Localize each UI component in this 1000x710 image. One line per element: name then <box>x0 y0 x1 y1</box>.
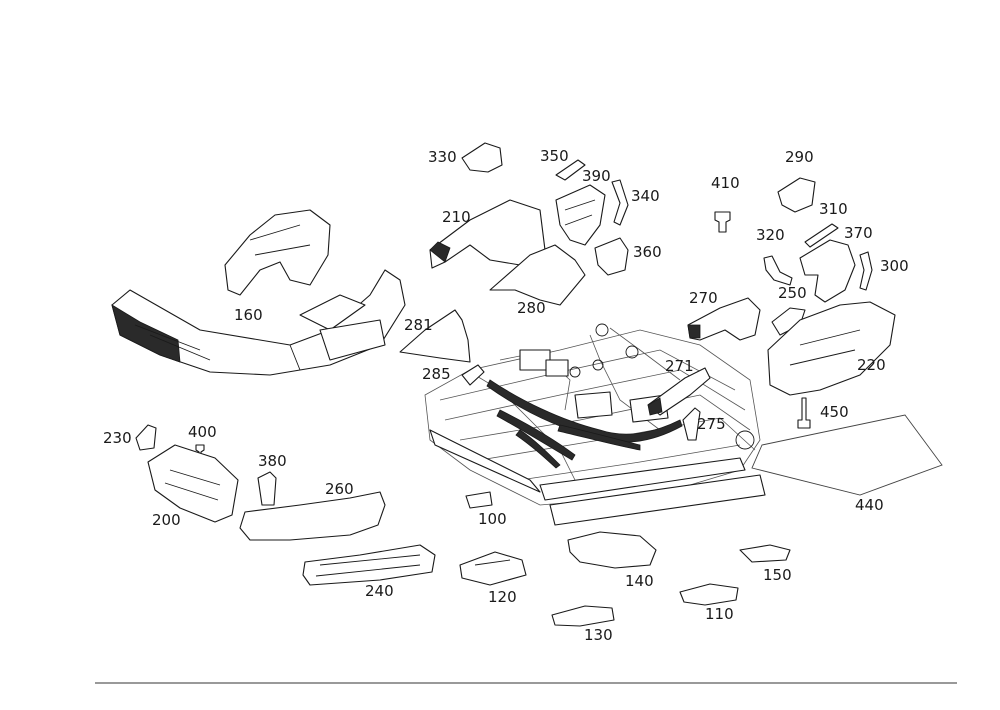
part-140-shape <box>567 531 657 569</box>
label-350: 350 <box>540 147 569 165</box>
label-120: 120 <box>488 588 517 606</box>
part-271-shape <box>647 367 711 416</box>
part-330-shape <box>461 142 503 173</box>
label-260: 260 <box>325 480 354 498</box>
part-230-shape <box>135 424 157 451</box>
label-250: 250 <box>778 284 807 302</box>
part-290-shape <box>777 177 816 213</box>
part-450-shape <box>797 397 811 429</box>
label-440: 440 <box>855 496 884 514</box>
label-271: 271 <box>665 357 694 375</box>
label-150: 150 <box>763 566 792 584</box>
part-130-shape <box>551 605 615 627</box>
label-390: 390 <box>582 167 611 185</box>
label-320: 320 <box>756 226 785 244</box>
label-340: 340 <box>631 187 660 205</box>
part-380-shape <box>257 471 277 506</box>
part-370-shape <box>799 239 856 303</box>
label-240: 240 <box>365 582 394 600</box>
part-150-shape <box>739 544 791 563</box>
label-380: 380 <box>258 452 287 470</box>
part-220-shape <box>767 301 896 396</box>
label-400: 400 <box>188 423 217 441</box>
part-340-shape <box>611 179 629 226</box>
label-230: 230 <box>103 429 132 447</box>
part-100-shape <box>465 491 493 509</box>
part-285-shape <box>461 364 485 386</box>
part-300-shape <box>859 251 873 291</box>
label-450: 450 <box>820 403 849 421</box>
part-410-shape <box>714 211 731 233</box>
part-275-shape <box>682 407 701 441</box>
part-440-shape <box>751 414 943 496</box>
label-285: 285 <box>422 365 451 383</box>
label-270: 270 <box>689 289 718 307</box>
part-110-shape <box>679 583 739 606</box>
part-160-upper-shape <box>224 209 331 296</box>
part-160-shape <box>111 269 406 376</box>
label-360: 360 <box>633 243 662 261</box>
part-270-shape <box>687 297 761 341</box>
part-260-shape <box>239 491 386 541</box>
label-100: 100 <box>478 510 507 528</box>
part-280-shape <box>489 244 586 306</box>
label-290: 290 <box>785 148 814 166</box>
part-120-shape <box>459 551 527 586</box>
label-370: 370 <box>844 224 873 242</box>
label-300: 300 <box>880 257 909 275</box>
part-360-shape <box>594 237 629 276</box>
label-210: 210 <box>442 208 471 226</box>
part-390-shape <box>555 184 606 246</box>
part-240-shape <box>302 544 436 586</box>
part-250-shape <box>771 307 806 336</box>
label-280: 280 <box>517 299 546 317</box>
label-160: 160 <box>234 306 263 324</box>
part-200-shape <box>147 444 239 523</box>
label-130: 130 <box>584 626 613 644</box>
part-310-shape <box>804 223 839 248</box>
label-140: 140 <box>625 572 654 590</box>
label-200: 200 <box>152 511 181 529</box>
part-281-shape <box>399 309 471 363</box>
label-410: 410 <box>711 174 740 192</box>
part-labels: 330 350 390 340 360 290 410 310 320 370 … <box>103 147 909 644</box>
part-350-shape <box>555 159 586 181</box>
label-330: 330 <box>428 148 457 166</box>
label-275: 275 <box>697 415 726 433</box>
label-281: 281 <box>404 316 433 334</box>
part-320-shape <box>763 255 793 286</box>
label-110: 110 <box>705 605 734 623</box>
label-220: 220 <box>857 356 886 374</box>
label-310: 310 <box>819 200 848 218</box>
